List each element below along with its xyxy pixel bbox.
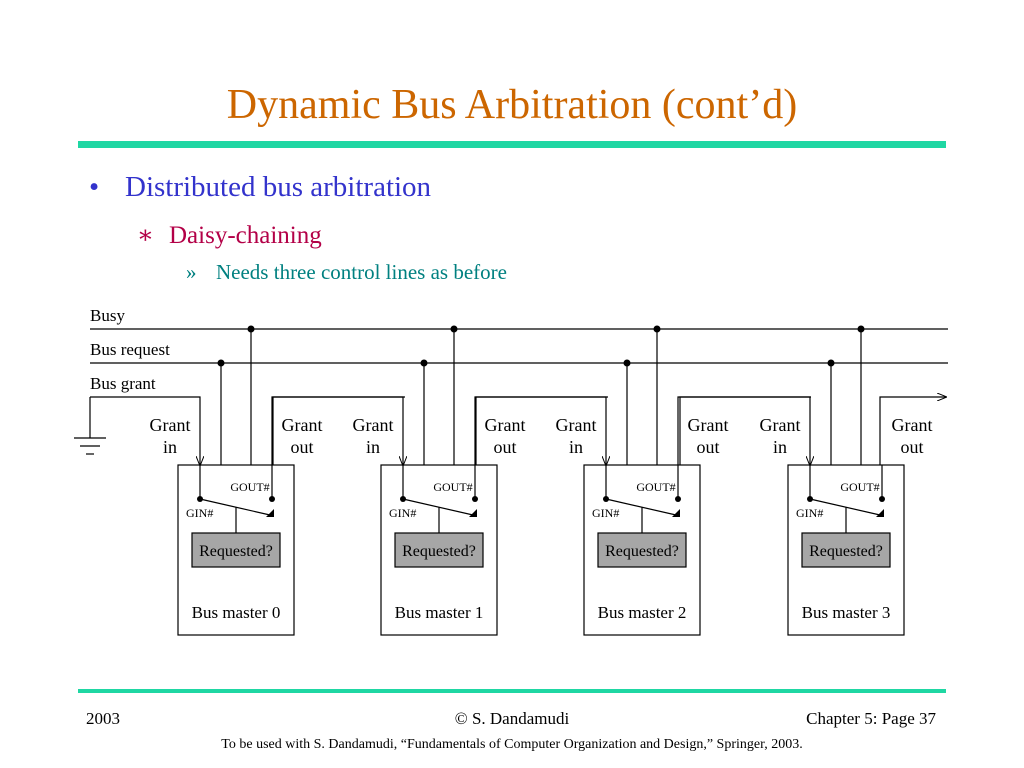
grant-in-line (496, 396, 606, 465)
gout-label: GOUT# (230, 480, 269, 494)
requested-label: Requested? (402, 543, 476, 560)
grant-out-end-arrow (879, 397, 946, 465)
title-divider (78, 141, 946, 148)
grant-out-label: out (696, 437, 719, 457)
gout-label: GOUT# (433, 480, 472, 494)
ground-icon (74, 397, 106, 455)
grant-out-label: Grant (892, 415, 933, 435)
footer-page: Chapter 5: Page 37 (806, 709, 936, 728)
requested-box (801, 532, 891, 568)
bus-grant-segment (475, 396, 496, 465)
bullet-mark-level1: • (89, 171, 100, 203)
footer-note: To be used with S. Dandamudi, “Fundament… (221, 737, 803, 752)
switch-contact-icon (469, 509, 477, 517)
gout-label: GOUT# (636, 480, 675, 494)
gout-node (675, 496, 681, 502)
grant-in-label: Grant (556, 415, 597, 435)
bus-grant-segment (679, 396, 700, 465)
bus-request-label: Bus request (90, 340, 170, 359)
bus-master-label: Bus master 1 (395, 603, 484, 622)
switch-arm (199, 498, 271, 516)
bullet-text-level2: Daisy-chaining (169, 222, 322, 249)
footer-copyright: © S. Dandamudi (454, 709, 570, 728)
bus-master-label: Bus master 3 (802, 603, 891, 622)
grant-out-label: Grant (282, 415, 323, 435)
grant-in-line (90, 396, 200, 465)
busy-label: Busy (90, 306, 125, 325)
bus-master-label: Bus master 2 (598, 603, 687, 622)
switch-contact-icon (876, 509, 884, 517)
gout-node (269, 496, 275, 502)
grant-in-label: in (569, 437, 583, 457)
gin-label: GIN# (796, 506, 823, 520)
footer-divider (78, 689, 946, 693)
gout-label: GOUT# (840, 480, 879, 494)
gin-label: GIN# (186, 506, 213, 520)
bullet-level3: » Needs three control lines as before (186, 260, 507, 285)
footer-year: 2003 (86, 709, 120, 728)
grant-in-line (700, 396, 810, 465)
bullet-text-level3: Needs three control lines as before (216, 260, 507, 284)
grant-out-label: out (900, 437, 923, 457)
grant-out-label: Grant (485, 415, 526, 435)
bus-master-box (787, 464, 905, 636)
slide-title: Dynamic Bus Arbitration (cont’d) (226, 82, 798, 128)
bus-master-3: Requested?GOUT#GIN#Bus master 3GrantinGr… (679, 325, 933, 636)
bus-master-2: Requested?GOUT#GIN#Bus master 2GrantinGr… (475, 325, 811, 636)
bus-master-0: Requested?GOUT#GIN#Bus master 0GrantinGr… (90, 325, 405, 636)
grant-out-label: Grant (688, 415, 729, 435)
switch-contact-icon (672, 509, 680, 517)
switch-arm (605, 498, 677, 516)
bus-master-1: Requested?GOUT#GIN#Bus master 1GrantinGr… (272, 325, 608, 636)
bullet-mark-level3: » (186, 260, 197, 284)
gin-label: GIN# (389, 506, 416, 520)
gout-node (472, 496, 478, 502)
requested-box (597, 532, 687, 568)
grant-in-label: Grant (353, 415, 394, 435)
bus-master-box (583, 464, 701, 636)
bus-master-box (380, 464, 498, 636)
grant-out-label: out (493, 437, 516, 457)
grant-in-label: in (163, 437, 177, 457)
bullet-text-level1: Distributed bus arbitration (125, 171, 432, 203)
requested-label: Requested? (605, 543, 679, 560)
bus-grant-label: Bus grant (90, 374, 156, 393)
bus-master-box (177, 464, 295, 636)
grant-out-label: out (290, 437, 313, 457)
requested-box (191, 532, 281, 568)
gin-label: GIN# (592, 506, 619, 520)
grant-in-label: in (366, 437, 380, 457)
requested-label: Requested? (809, 543, 883, 560)
switch-arm (809, 498, 881, 516)
switch-arm (402, 498, 474, 516)
bullet-level2: ∗ Daisy-chaining (137, 220, 322, 250)
gout-node (879, 496, 885, 502)
requested-label: Requested? (199, 543, 273, 560)
switch-contact-icon (266, 509, 274, 517)
grant-in-label: Grant (760, 415, 801, 435)
grant-in-label: Grant (150, 415, 191, 435)
requested-box (394, 532, 484, 568)
bullet-mark-level2: ∗ (137, 222, 154, 249)
grant-in-line (293, 396, 403, 465)
bullet-level1: • Distributed bus arbitration (89, 171, 431, 204)
bus-master-label: Bus master 0 (192, 603, 281, 622)
grant-in-label: in (773, 437, 787, 457)
bus-grant-segment (272, 396, 293, 465)
